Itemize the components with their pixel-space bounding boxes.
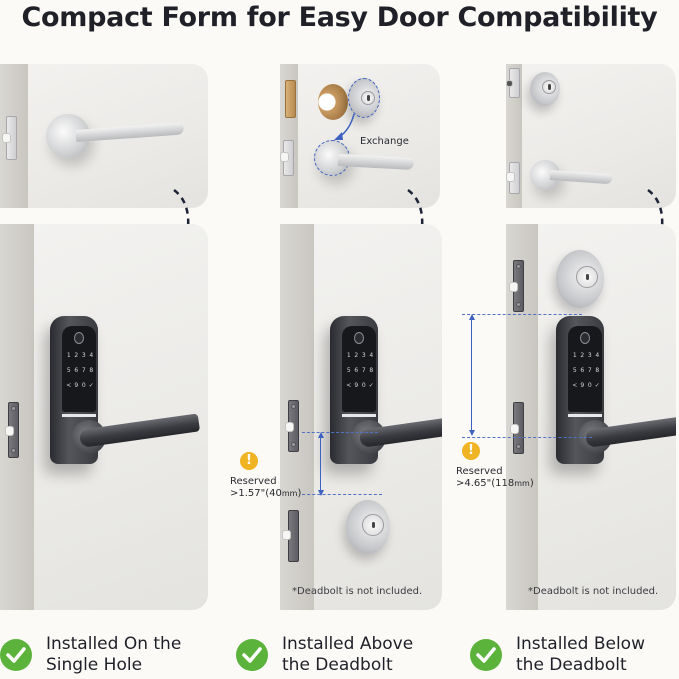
keypad-key: 1 bbox=[66, 352, 71, 359]
panel-above-deadbolt-before: Exchange bbox=[280, 64, 440, 208]
dimension-line-top bbox=[302, 432, 378, 433]
latch-bolt bbox=[5, 426, 14, 436]
feature-single-hole: Installed On the Single Hole bbox=[0, 634, 181, 676]
panel-below-deadbolt-after: 1 2 3 4 5 6 7 8 < 9 0 ✓ *Deadbolt is not… bbox=[506, 224, 676, 610]
warning-icon: ! bbox=[240, 452, 258, 470]
deadbolt bbox=[556, 250, 604, 308]
passage-lever bbox=[337, 154, 415, 170]
keypad-key: 0 bbox=[81, 382, 86, 389]
deadbolt bbox=[348, 78, 380, 118]
dimension-arrow bbox=[320, 436, 321, 490]
keypad-screen: 1 2 3 4 5 6 7 8 < 9 0 ✓ bbox=[342, 326, 376, 412]
panel-below-deadbolt-before bbox=[506, 64, 676, 208]
keypad-key: 9 bbox=[74, 382, 79, 389]
keypad-key: < bbox=[572, 382, 578, 389]
keypad-key: 7 bbox=[81, 367, 86, 374]
fingerprint-sensor-icon bbox=[580, 332, 590, 344]
keypad-key: 0 bbox=[361, 382, 366, 389]
panel-above-deadbolt-after: 1 2 3 4 5 6 7 8 < 9 0 ✓ *Deadbolt is not… bbox=[280, 224, 442, 610]
keypad-key: 2 bbox=[354, 352, 359, 359]
deadbolt-bore-plate bbox=[285, 80, 296, 118]
feature-label-line2: the Deadbolt bbox=[516, 655, 627, 675]
deadbolt-not-included-note: *Deadbolt is not included. bbox=[528, 586, 659, 597]
dimension-line-top bbox=[462, 314, 582, 315]
feature-label-line1: Installed Below bbox=[516, 634, 645, 654]
keypad-screen: 1 2 3 4 5 6 7 8 < 9 0 ✓ bbox=[568, 326, 602, 412]
keypad-key: 8 bbox=[595, 367, 600, 374]
fingerprint-sensor-icon bbox=[354, 332, 364, 344]
feature-below-deadbolt: Installed Below the Deadbolt bbox=[470, 634, 645, 676]
keypad-key: 6 bbox=[580, 367, 585, 374]
keypad-key: 3 bbox=[587, 352, 592, 359]
reserved-clearance-label: Reserved >4.65"(118mm) bbox=[456, 466, 534, 489]
keypad-key: 0 bbox=[587, 382, 592, 389]
keypad-key: 1 bbox=[572, 352, 577, 359]
keypad-key: 9 bbox=[354, 382, 359, 389]
keypad-key: 8 bbox=[89, 367, 94, 374]
keypad-key: 2 bbox=[74, 352, 79, 359]
keypad-key: 5 bbox=[66, 367, 71, 374]
keypad-key: < bbox=[66, 382, 72, 389]
keypad-key: 1 bbox=[346, 352, 351, 359]
keypad-key: 2 bbox=[580, 352, 585, 359]
dimension-arrow bbox=[471, 318, 472, 434]
keypad-key: 3 bbox=[81, 352, 86, 359]
deadbolt bbox=[530, 72, 560, 106]
reserved-clearance-label: Reserved >1.57"(40mm) bbox=[230, 476, 302, 499]
passage-lever bbox=[549, 170, 613, 185]
keypad-key: 6 bbox=[74, 367, 79, 374]
feature-label-line1: Installed Above bbox=[282, 634, 414, 654]
check-circle-icon bbox=[236, 639, 268, 671]
dimension-line-bottom bbox=[462, 437, 592, 438]
page-title: Compact Form for Easy Door Compatibility bbox=[21, 2, 658, 33]
check-circle-icon bbox=[0, 639, 32, 671]
passage-lever bbox=[75, 122, 185, 142]
check-circle-icon bbox=[470, 639, 502, 671]
feature-above-deadbolt: Installed Above the Deadbolt bbox=[236, 634, 413, 676]
latch-bolt bbox=[2, 133, 11, 143]
exchange-label: Exchange bbox=[360, 136, 409, 147]
keypad-key: 7 bbox=[587, 367, 592, 374]
keypad-key: 8 bbox=[369, 367, 374, 374]
exchange-arrow-icon bbox=[334, 113, 355, 140]
keypad-key: 4 bbox=[89, 352, 94, 359]
keypad-key: 4 bbox=[369, 352, 374, 359]
deadbolt-hole bbox=[318, 84, 348, 120]
deadbolt-not-included-note: *Deadbolt is not included. bbox=[292, 586, 423, 597]
keypad-key: ✓ bbox=[594, 382, 600, 389]
feature-label-line2: Single Hole bbox=[46, 655, 143, 675]
keypad-key: 5 bbox=[346, 367, 351, 374]
fingerprint-sensor-icon bbox=[74, 332, 84, 344]
dimension-line-bottom bbox=[302, 494, 382, 495]
keypad-key: ✓ bbox=[368, 382, 374, 389]
keypad-key: < bbox=[346, 382, 352, 389]
keypad-key: 4 bbox=[595, 352, 600, 359]
keypad-key: 3 bbox=[361, 352, 366, 359]
keypad-key: 6 bbox=[354, 367, 359, 374]
feature-label-line2: the Deadbolt bbox=[282, 655, 393, 675]
deadbolt bbox=[346, 500, 390, 554]
keypad-key: 7 bbox=[361, 367, 366, 374]
warning-icon: ! bbox=[462, 442, 480, 460]
panel-single-hole-before bbox=[0, 64, 208, 208]
keypad-key: ✓ bbox=[88, 382, 94, 389]
keypad-key: 5 bbox=[572, 367, 577, 374]
feature-label-line1: Installed On the bbox=[46, 634, 182, 654]
keypad-screen: 1 2 3 4 5 6 7 8 < 9 0 ✓ bbox=[62, 326, 96, 412]
keypad-key: 9 bbox=[580, 382, 585, 389]
panel-single-hole-after: 1 2 3 4 5 6 7 8 < 9 0 ✓ bbox=[0, 224, 208, 610]
